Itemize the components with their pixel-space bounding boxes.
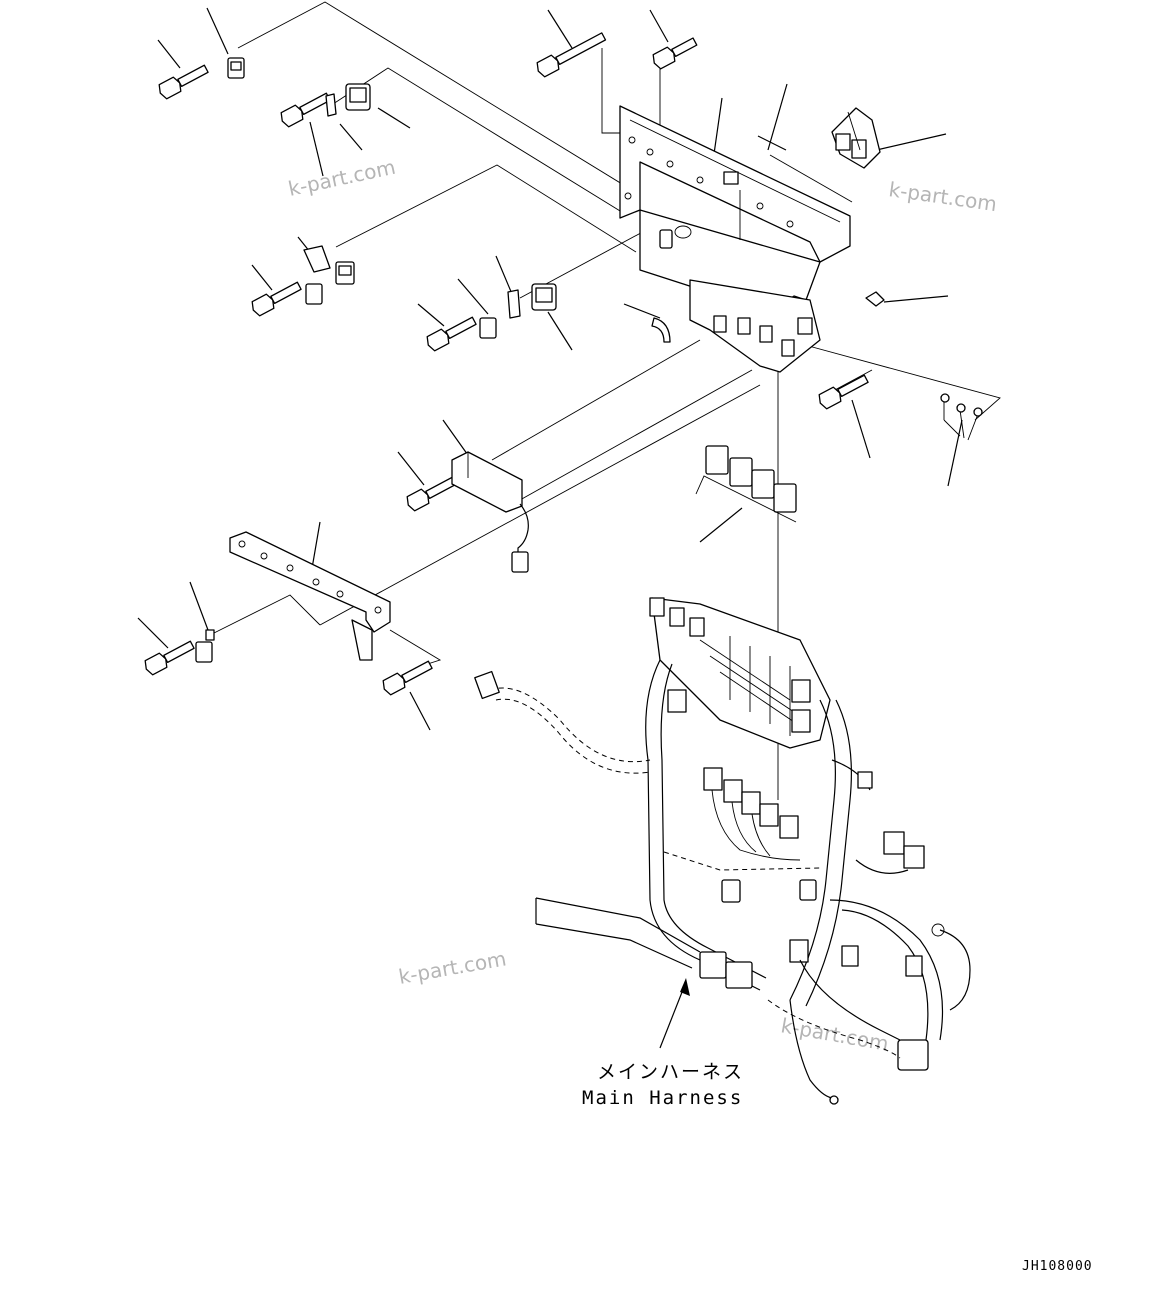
bracket-plate <box>507 289 521 319</box>
relay <box>305 283 323 305</box>
watermark: k-part.com <box>286 155 398 201</box>
callout-arrow <box>659 978 690 1049</box>
bolt <box>818 374 869 410</box>
bolt <box>536 32 607 78</box>
bolt <box>406 476 457 512</box>
relay <box>335 261 355 285</box>
assembly-guide-lines <box>209 1 1001 800</box>
bolt <box>144 640 195 676</box>
main-harness <box>474 597 971 1105</box>
screw-set <box>940 393 983 441</box>
watermark: k-part.com <box>887 177 998 216</box>
callout-label-en: Main Harness <box>582 1087 743 1109</box>
relay <box>531 283 557 311</box>
clip <box>651 317 671 343</box>
bracket-plate <box>303 245 331 273</box>
relay <box>345 83 371 111</box>
lower-bracket <box>229 531 391 661</box>
bolt <box>382 660 433 696</box>
bolt <box>251 281 302 317</box>
bracket-plate <box>325 93 337 117</box>
control-unit <box>451 451 529 573</box>
bolt <box>158 64 209 100</box>
leader-lines <box>137 7 963 731</box>
bolt <box>652 37 698 70</box>
relay <box>195 629 215 663</box>
bolt <box>426 316 477 352</box>
watermark: k-part.com <box>397 946 508 989</box>
relay <box>479 317 497 339</box>
terminal <box>865 291 885 307</box>
connector-holder <box>831 107 881 169</box>
fuse-pin <box>757 135 787 151</box>
mounting-bracket <box>619 105 851 373</box>
drawing-code: JH108000 <box>1022 1259 1093 1274</box>
relay-block <box>695 445 797 523</box>
bolt <box>280 92 331 128</box>
callout-label-jp: メインハーネス <box>597 1061 744 1083</box>
relay <box>227 57 245 79</box>
